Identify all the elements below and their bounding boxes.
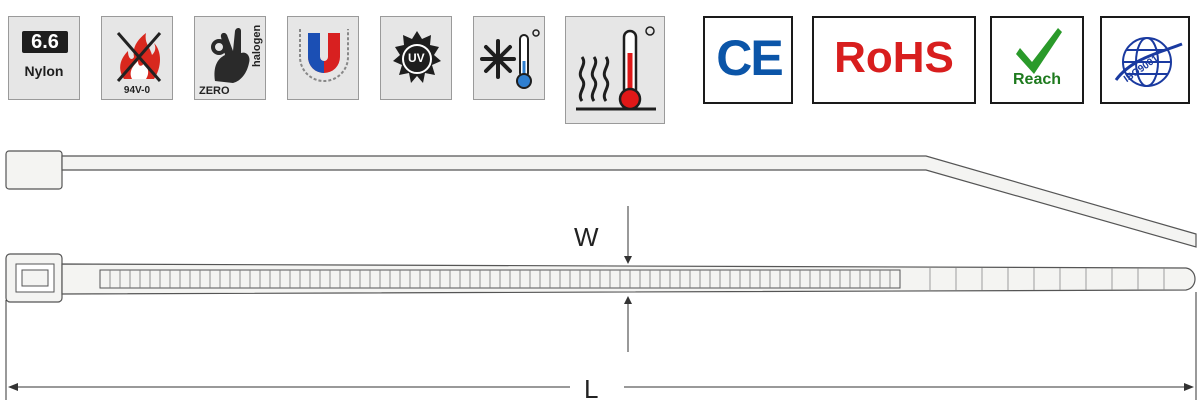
cable-tie-side-view (5, 150, 1197, 248)
magnet-icon (299, 29, 349, 82)
width-dimension (624, 206, 632, 352)
heat-resistant-icon (565, 16, 665, 124)
width-label: W (574, 222, 599, 252)
iso-certification: ISO9001 (1100, 16, 1190, 104)
checkmark-icon (1016, 28, 1062, 74)
snowflake-thermometer-icon (480, 29, 540, 89)
flame-rating: 94V-0 (123, 85, 151, 96)
uv-label: UV (408, 51, 425, 65)
uv-sun-icon (393, 31, 441, 83)
flame-retardant-icon: 94V-0 (101, 16, 173, 100)
length-label: L (584, 374, 599, 404)
ce-mark: CE (716, 30, 783, 86)
zero-label: ZERO (199, 85, 230, 97)
zero-halogen-icon: ZERO halogen (194, 16, 266, 100)
heat-thermometer-icon (576, 26, 656, 111)
ce-certification: CE (703, 16, 793, 104)
nylon-66-icon: 6.6 Nylon (8, 16, 80, 100)
reach-certification: Reach (990, 16, 1084, 104)
hand-ok-icon (211, 28, 250, 83)
nylon-grade: 6.6 (22, 31, 68, 53)
magnet-icon-tile (287, 16, 359, 100)
flame-icon (116, 32, 162, 82)
iso-globe-icon (1114, 37, 1183, 87)
length-dimension (5, 292, 1197, 400)
rohs-certification: RoHS (812, 16, 976, 104)
reach-mark: Reach (1012, 71, 1062, 88)
cold-resistant-icon (473, 16, 545, 100)
uv-resistant-icon: UV (380, 16, 452, 100)
cable-tie-top-view (5, 253, 1196, 303)
rohs-mark: RoHS (834, 33, 954, 82)
nylon-material: Nylon (24, 63, 64, 79)
